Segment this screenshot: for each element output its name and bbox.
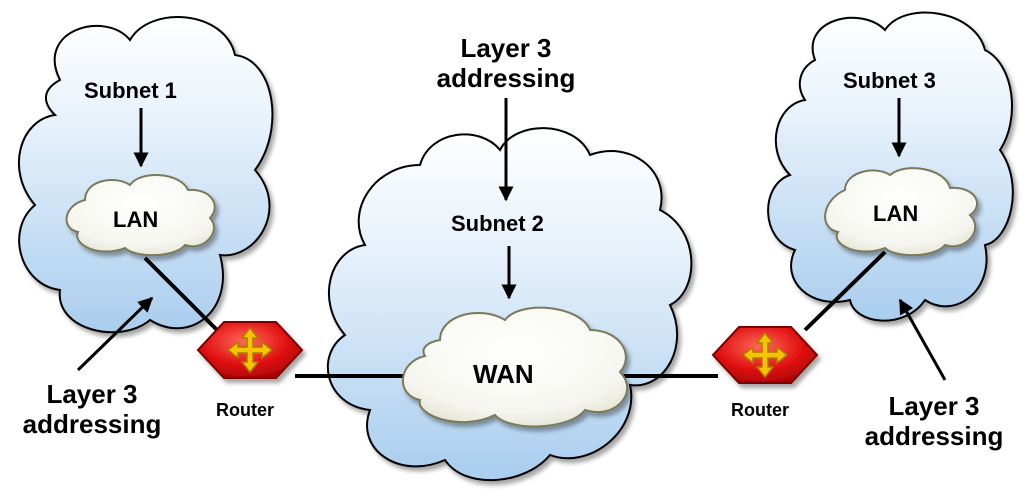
- wan-label: WAN: [473, 359, 534, 389]
- subnet-2-label: Subnet 2: [451, 211, 544, 236]
- arrow-left-l3-to-subnet1: [76, 296, 154, 372]
- layer3-left-label: Layer 3 addressing: [14, 379, 170, 440]
- layer3-left-line1: Layer 3: [46, 379, 138, 409]
- layer3-top-line1: Layer 3: [460, 33, 552, 63]
- layer3-right-line1: Layer 3: [888, 391, 980, 421]
- arrow-right-l3-to-subnet3: [898, 298, 947, 381]
- subnet-2-cloud: [326, 127, 693, 481]
- lan-right-cloud: [824, 167, 979, 257]
- arrows: [76, 98, 947, 381]
- router-right-label: Router: [731, 400, 789, 420]
- subnet-1-cloud: [18, 16, 274, 334]
- wan-cloud: [402, 306, 628, 428]
- lan-right-label: LAN: [873, 201, 919, 226]
- router-right-icon: [711, 326, 819, 384]
- link-router-right-lan: [803, 250, 887, 332]
- router-left-icon: [196, 321, 304, 379]
- subnet-1-label: Subnet 1: [84, 78, 177, 103]
- subnet-3-label: Subnet 3: [843, 68, 936, 93]
- layer3-right-label: Layer 3 addressing: [856, 391, 1012, 452]
- lan-left-cloud: [65, 173, 216, 257]
- layer3-left-line2: addressing: [22, 408, 162, 439]
- router-left-label: Router: [216, 400, 274, 420]
- layer3-top-label: Layer 3 addressing: [428, 33, 584, 94]
- layer3-top-line2: addressing: [436, 62, 576, 93]
- lan-left-label: LAN: [113, 207, 159, 232]
- subnet-3-cloud: [767, 11, 1014, 322]
- layer3-right-line2: addressing: [864, 420, 1004, 451]
